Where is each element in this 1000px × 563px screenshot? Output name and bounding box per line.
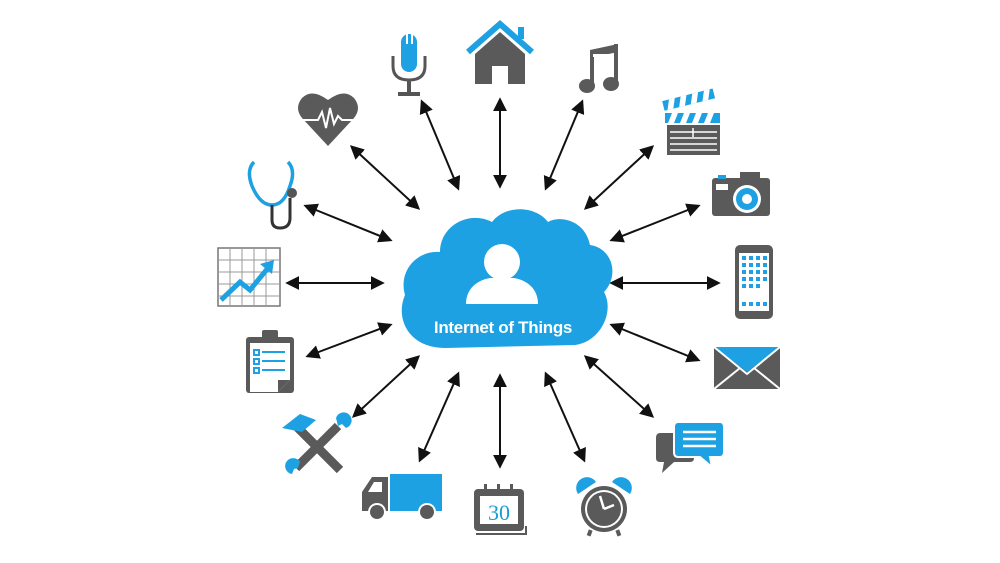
arrow-alarm <box>544 371 586 463</box>
arrow-camera <box>609 203 701 243</box>
iot-cloud: Internet of Things <box>401 209 613 348</box>
music-note-icon <box>579 44 619 93</box>
user-head <box>484 244 520 280</box>
camera-icon <box>712 172 770 216</box>
heartbeat-icon <box>298 93 358 146</box>
house-icon <box>466 20 534 84</box>
arrow-medical <box>303 203 393 243</box>
user-icon <box>466 278 538 304</box>
cloud-label: Internet of Things <box>434 318 572 337</box>
smartphone-icon <box>735 245 773 319</box>
arrow-email <box>609 322 701 363</box>
stethoscope-icon <box>247 160 297 230</box>
arrow-music <box>543 99 585 191</box>
calendar-date: 30 <box>488 500 510 525</box>
calendar-icon: 30 <box>474 484 527 535</box>
truck-icon <box>362 474 442 521</box>
connection-arrows <box>285 97 721 469</box>
arrow-tools <box>351 355 421 418</box>
envelope-icon <box>713 346 781 390</box>
clipboard-icon <box>246 330 294 393</box>
alarm-clock-icon <box>576 477 632 537</box>
clapperboard-icon <box>662 88 720 155</box>
arrow-chat <box>583 355 655 418</box>
arrow-video <box>583 145 655 210</box>
growth-chart-icon <box>217 247 281 307</box>
chat-bubbles-icon <box>656 421 725 473</box>
arrow-delivery <box>418 371 460 463</box>
hammer-wrench-icon <box>282 412 352 474</box>
arrow-health <box>349 145 421 210</box>
arrow-checklist <box>305 322 393 359</box>
arrow-microphone <box>419 99 461 191</box>
microphone-icon <box>391 34 427 96</box>
